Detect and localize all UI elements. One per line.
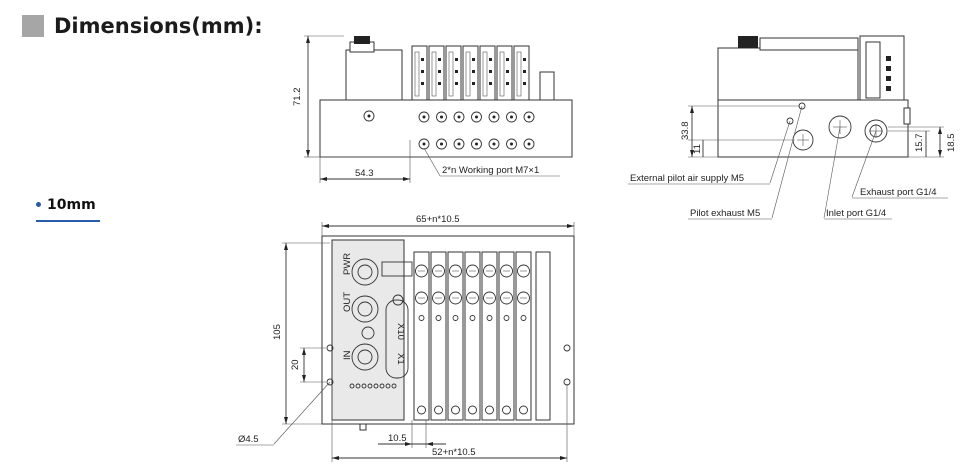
working-port-b-4 bbox=[471, 138, 482, 150]
side-connector-icon bbox=[738, 36, 758, 48]
mount-width-dim: 52+n*10.5 bbox=[432, 447, 476, 458]
bullet-icon bbox=[36, 202, 41, 208]
top-valve-2 bbox=[430, 251, 447, 421]
front-valve-2 bbox=[428, 45, 445, 101]
working-port-b-2 bbox=[436, 138, 447, 150]
external-pilot-label: External pilot air supply M5 bbox=[630, 173, 744, 184]
working-port-b-5 bbox=[488, 138, 500, 150]
pilot-exhaust-label: Pilot exhaust M5 bbox=[690, 208, 760, 219]
front-base-block bbox=[319, 99, 573, 158]
top-valve-3 bbox=[447, 251, 464, 421]
side-base-block bbox=[717, 99, 909, 158]
side-view: 33.8 11 15.7 18.5 External pilot air sup… bbox=[628, 35, 957, 220]
mount-hole-left-lower bbox=[326, 378, 334, 386]
working-port-b-3 bbox=[453, 138, 465, 150]
working-port-a-6 bbox=[506, 111, 517, 123]
hole-spacing-dim: 20 bbox=[290, 359, 301, 370]
pilot-height-dim: 33.8 bbox=[680, 122, 691, 141]
out-connector-icon bbox=[351, 295, 379, 323]
pitch-dim: 10.5 bbox=[388, 433, 407, 444]
top-valve-5 bbox=[481, 251, 498, 421]
mount-hole-right-upper bbox=[563, 344, 571, 352]
front-connector-icon bbox=[354, 36, 370, 44]
front-view: 71.2 54.3 2*n Working port M7×1 bbox=[292, 35, 573, 183]
front-height-dim: 71.2 bbox=[292, 88, 303, 107]
external-pilot-port bbox=[786, 117, 794, 125]
section-header: Dimensions(mm): bbox=[22, 14, 263, 38]
top-view: PWR OUT IN X10 X1 65+n*10.5 105 20 bbox=[236, 214, 575, 462]
working-port-a-1 bbox=[418, 111, 430, 123]
exhaust-port bbox=[864, 119, 888, 143]
front-mount-hole bbox=[363, 110, 375, 122]
front-offset-dim: 54.3 bbox=[355, 168, 374, 179]
working-port-b-7 bbox=[523, 138, 535, 150]
top-valve-4 bbox=[464, 251, 481, 421]
working-port-a-3 bbox=[453, 111, 465, 123]
x10-label: X10 bbox=[395, 323, 406, 340]
out-label: OUT bbox=[342, 292, 353, 312]
top-width-dim: 65+n*10.5 bbox=[416, 214, 460, 225]
in-label: IN bbox=[342, 350, 353, 360]
top-height-dim: 105 bbox=[272, 324, 283, 340]
working-port-b-6 bbox=[506, 138, 517, 150]
page-title: Dimensions(mm): bbox=[54, 14, 263, 38]
hole-diameter-label: Ø4.5 bbox=[238, 434, 259, 445]
inlet-height-dim: 18.5 bbox=[946, 134, 957, 153]
exhaust-height-dim: 15.7 bbox=[914, 134, 925, 153]
top-valve-6 bbox=[498, 251, 515, 421]
working-port-label: 2*n Working port M7×1 bbox=[442, 165, 539, 176]
top-controller bbox=[331, 239, 405, 421]
working-port-b-1 bbox=[418, 138, 430, 150]
pwr-label: PWR bbox=[342, 253, 353, 275]
front-valve-7 bbox=[513, 45, 530, 101]
front-valve-6 bbox=[496, 45, 513, 101]
working-port-a-7 bbox=[523, 111, 535, 123]
base-height-dim: 11 bbox=[692, 144, 703, 154]
display-window bbox=[381, 261, 413, 277]
inlet-port-label: Inlet port G1/4 bbox=[826, 208, 886, 219]
working-port-a-4 bbox=[471, 111, 482, 123]
top-valve-7 bbox=[515, 251, 532, 421]
size-tab[interactable]: 10mm bbox=[36, 196, 100, 222]
pwr-connector-icon bbox=[351, 258, 379, 286]
in-connector-icon bbox=[351, 343, 379, 371]
front-valve-3 bbox=[445, 45, 462, 101]
inlet-port bbox=[828, 115, 852, 139]
header-square-icon bbox=[22, 15, 44, 37]
top-valve-1 bbox=[413, 251, 430, 421]
side-controller bbox=[717, 47, 859, 101]
mount-hole-left-upper bbox=[326, 344, 334, 352]
front-controller bbox=[345, 49, 403, 101]
address-dial-icon bbox=[361, 326, 375, 340]
front-valve-4 bbox=[462, 45, 479, 101]
exhaust-port-label: Exhaust port G1/4 bbox=[860, 187, 937, 198]
working-port-a-5 bbox=[488, 111, 500, 123]
size-tab-label: 10mm bbox=[47, 197, 96, 213]
front-valve-1 bbox=[411, 45, 428, 101]
front-valve-5 bbox=[479, 45, 496, 101]
size-tab-underline bbox=[36, 220, 100, 222]
working-port-a-2 bbox=[436, 111, 447, 123]
x1-label: X1 bbox=[395, 353, 406, 365]
